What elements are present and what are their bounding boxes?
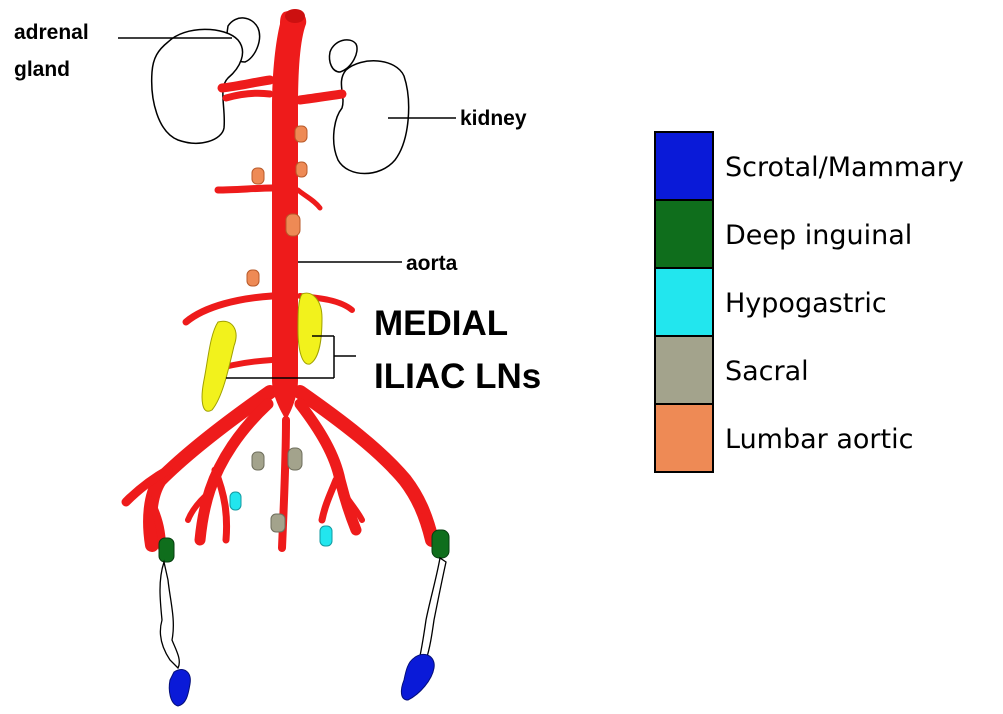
legend-swatch-deep-inguinal — [655, 200, 713, 268]
medial-iliac-label-line1: MEDIAL — [374, 304, 508, 343]
medial-iliac-label-line2: ILIAC LNs — [374, 357, 541, 396]
legend-swatch-hypogastric — [655, 268, 713, 336]
legend-swatch-lumbar-aortic — [655, 404, 713, 472]
adrenal-label-line2: gland — [14, 58, 70, 81]
legend-label-lumbar-aortic: Lumbar aortic — [725, 424, 913, 455]
legend-label-hypogastric: Hypogastric — [725, 288, 887, 319]
right-medial-iliac-node — [298, 293, 322, 364]
legend-swatch-scrotal-mammary — [655, 132, 713, 200]
legend-label-scrotal-mammary: Scrotal/Mammary — [725, 152, 964, 183]
sacral-nodes — [252, 448, 302, 532]
scrotal-mammary-nodes — [169, 654, 434, 706]
legend-label-deep-inguinal: Deep inguinal — [725, 220, 912, 251]
right-kidney — [334, 61, 409, 174]
legend-swatch-sacral — [655, 336, 713, 404]
adrenal-label-line1: adrenal — [14, 21, 89, 44]
lymphatic-vessels — [160, 558, 446, 668]
legend-label-sacral: Sacral — [725, 356, 809, 387]
kidney-label: kidney — [460, 107, 527, 130]
aorta-label: aorta — [406, 252, 458, 275]
